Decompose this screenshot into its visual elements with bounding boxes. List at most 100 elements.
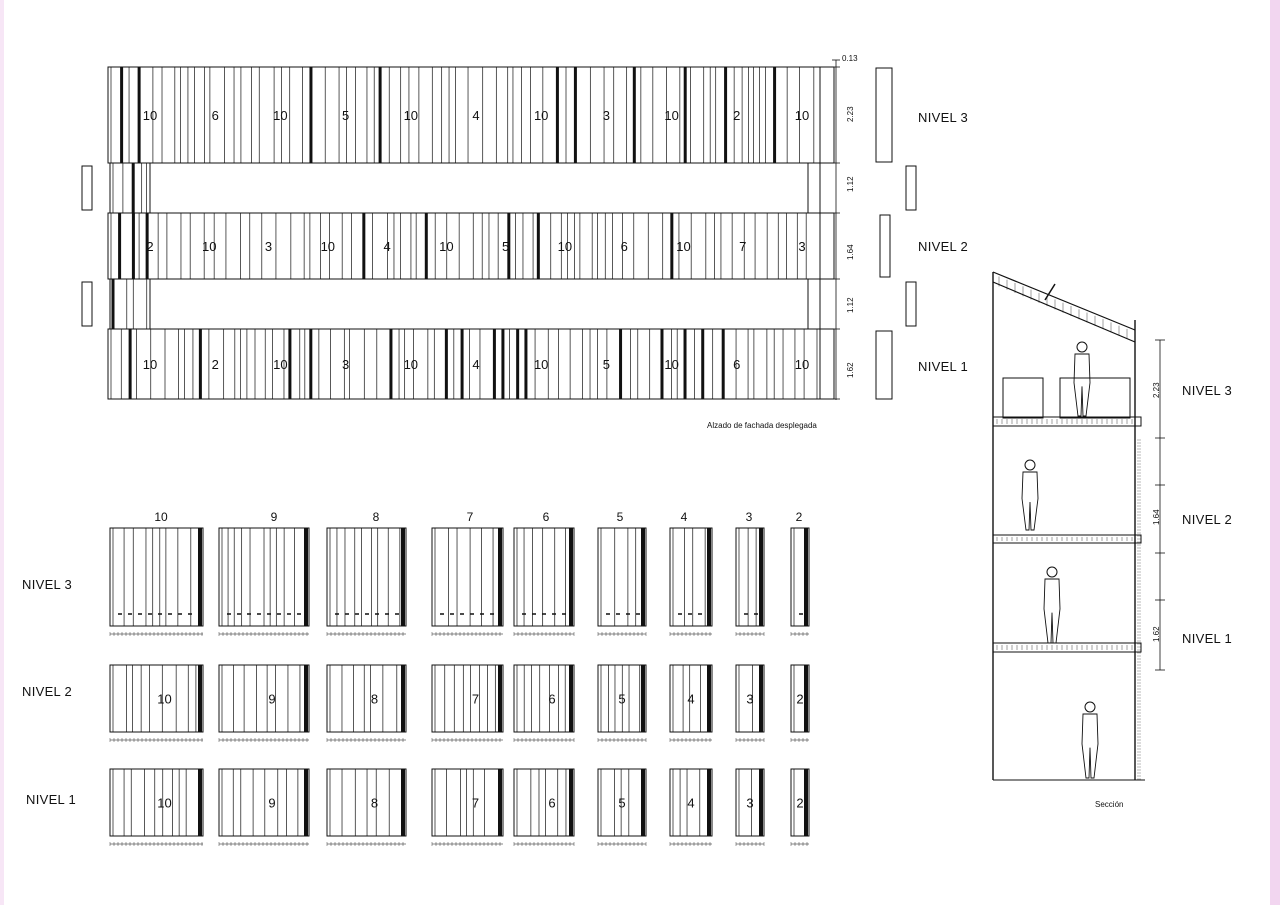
elevation-strip-1-end — [819, 66, 835, 164]
panels-row-level-1-label: NIVEL 1 — [26, 792, 77, 807]
panel-r2-c9-number: 9 — [268, 692, 275, 707]
elevation-level-1-label: NIVEL 1 — [918, 359, 969, 374]
elevation-panel-number: 2 — [146, 239, 153, 254]
panel-r1-c2 — [790, 527, 810, 627]
section-level-3-label: NIVEL 3 — [1182, 383, 1233, 398]
elevation-panel-number: 3 — [603, 108, 610, 123]
panel-r3-c8 — [326, 768, 407, 837]
elevation-panel-number: 3 — [342, 357, 349, 372]
elevation-dim-level-1: 1.62 — [846, 362, 855, 378]
panel-r3-c4-number: 4 — [687, 796, 694, 811]
panel-r3-c7-number: 7 — [472, 796, 479, 811]
panel-r3-c4 — [669, 768, 713, 837]
elevation-side-marker-level-2 — [879, 214, 891, 278]
panel-r3-c5-number: 5 — [618, 796, 625, 811]
elevation-panel-number: 4 — [472, 357, 479, 372]
panel-r2-c4-number: 4 — [687, 692, 694, 707]
panel-r3-c8-number: 8 — [371, 796, 378, 811]
elevation-panel-number: 10 — [321, 239, 335, 254]
section-caption: Sección — [1095, 800, 1124, 809]
elevation-panel-number: 3 — [265, 239, 272, 254]
panel-r1-c6 — [513, 527, 575, 627]
panel-r3-c6-number: 6 — [548, 796, 555, 811]
panel-column-6-label: 6 — [542, 510, 550, 524]
panels-row-level-2-label: NIVEL 2 — [22, 684, 73, 699]
elevation-panel-number: 10 — [795, 108, 809, 123]
panel-r2-c3 — [735, 664, 765, 733]
elevation-panel-number: 2 — [733, 108, 740, 123]
panel-r3-c6 — [513, 768, 575, 837]
section-dim-level-3: 2.23 — [1152, 382, 1161, 398]
elevation-level-3-label: NIVEL 3 — [918, 110, 969, 125]
panel-r2-c8 — [326, 664, 407, 733]
section-person-level-2 — [1021, 459, 1039, 531]
elevation-strip-3-end — [819, 328, 835, 400]
panel-column-9-label: 9 — [270, 510, 278, 524]
elevation-panel-number: 10 — [439, 239, 453, 254]
elevation-panel-number: 3 — [798, 239, 805, 254]
panel-r2-c2 — [790, 664, 810, 733]
page-edge-left — [0, 0, 4, 905]
panel-r2-c7 — [431, 664, 504, 733]
elevation-panel-number: 5 — [342, 108, 349, 123]
section-level-1-label: NIVEL 1 — [1182, 631, 1233, 646]
panel-r3-c10-number: 10 — [157, 796, 171, 811]
elevation-gap-right-panel-0 — [807, 162, 821, 214]
section-dim-level-1: 1.62 — [1152, 626, 1161, 642]
elevation-panel-number: 10 — [664, 357, 678, 372]
panel-r1-c10 — [109, 527, 204, 627]
elevation-top-dimension: 0.13 — [842, 54, 858, 63]
panel-r2-c5-number: 5 — [618, 692, 625, 707]
elevation-panel-number: 6 — [733, 357, 740, 372]
section-person-ground — [1081, 701, 1099, 779]
panel-r3-c7 — [431, 768, 504, 837]
panel-r2-c6 — [513, 664, 575, 733]
elevation-panel-number: 10 — [143, 108, 157, 123]
panel-r3-c3 — [735, 768, 765, 837]
page-edge-right — [1270, 0, 1280, 905]
section-roof-lower — [992, 281, 1136, 343]
elevation-panel-number: 10 — [273, 108, 287, 123]
panel-column-4-label: 4 — [680, 510, 688, 524]
section-level-2-label: NIVEL 2 — [1182, 512, 1233, 527]
elevation-panel-number: 7 — [739, 239, 746, 254]
section-skylight — [1044, 283, 1056, 301]
panel-r2-c3-number: 3 — [746, 692, 753, 707]
elevation-gap-right-panel-1 — [807, 278, 821, 330]
panel-r3-c10 — [109, 768, 204, 837]
panel-r1-c4 — [669, 527, 713, 627]
panel-r3-c9 — [218, 768, 310, 837]
elevation-gap-side-marker-left-0 — [81, 165, 93, 211]
elevation-gap-left-panel-1 — [109, 278, 151, 330]
panel-r2-c7-number: 7 — [472, 692, 479, 707]
panel-r3-c2 — [790, 768, 810, 837]
elevation-caption: Alzado de fachada desplegada — [707, 421, 817, 430]
elevation-side-marker-level-1 — [875, 330, 893, 400]
elevation-panel-number: 10 — [404, 357, 418, 372]
panel-r2-c10 — [109, 664, 204, 733]
panel-column-2-label: 2 — [795, 510, 803, 524]
panel-r2-c6-number: 6 — [548, 692, 555, 707]
elevation-panel-number: 10 — [404, 108, 418, 123]
elevation-panel-number: 5 — [502, 239, 509, 254]
elevation-gap-side-marker-right-0 — [905, 165, 917, 211]
elevation-panel-number: 10 — [534, 108, 548, 123]
elevation-dim-gap-upper: 1.12 — [846, 176, 855, 192]
elevation-panel-number: 4 — [383, 239, 390, 254]
elevation-gap-side-marker-right-1 — [905, 281, 917, 327]
elevation-panel-number: 4 — [472, 108, 479, 123]
elevation-panel-number: 5 — [603, 357, 610, 372]
panel-r3-c2-number: 2 — [796, 796, 803, 811]
elevation-dim-level-3: 2.23 — [846, 106, 855, 122]
elevation-panel-number: 10 — [202, 239, 216, 254]
elevation-panel-number: 10 — [795, 357, 809, 372]
elevation-panel-number: 2 — [212, 357, 219, 372]
panels-row-level-3-label: NIVEL 3 — [22, 577, 73, 592]
section-person-level-3 — [1073, 341, 1091, 417]
section-furniture-block-2 — [1059, 377, 1131, 419]
elevation-dim-level-2: 1.64 — [846, 244, 855, 260]
elevation-panel-number: 10 — [143, 357, 157, 372]
panel-r2-c2-number: 2 — [796, 692, 803, 707]
panel-r3-c9-number: 9 — [268, 796, 275, 811]
